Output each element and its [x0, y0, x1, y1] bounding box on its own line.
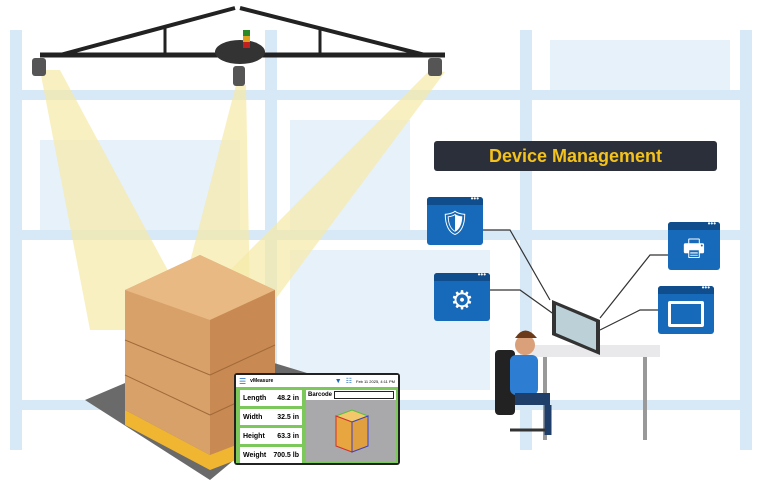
pallet-3d-icon: [334, 409, 370, 453]
printer-icon: 🖶: [682, 235, 706, 262]
printer-window[interactable]: 🖶: [668, 222, 720, 270]
gears-icon: ⚙: [450, 285, 474, 315]
barcode-label: Barcode: [308, 392, 333, 398]
measurement-screen: ☰ vMeasure ▼ ☷ Feb 11 2025, 4:11 PM Leng…: [234, 373, 400, 465]
network-icon: ☷: [345, 378, 352, 385]
screen-header: ☰ vMeasure ▼ ☷ Feb 11 2025, 4:11 PM: [236, 375, 398, 387]
app-name: vMeasure: [250, 378, 274, 384]
datetime: Feb 11 2025, 4:11 PM: [356, 378, 395, 384]
wifi-icon: ▼: [334, 377, 342, 385]
computer-window[interactable]: [658, 286, 714, 334]
barcode-input[interactable]: [334, 391, 394, 399]
security-window[interactable]: 🛡: [427, 197, 483, 245]
menu-icon[interactable]: ☰: [239, 376, 247, 386]
settings-window[interactable]: ⚙: [434, 273, 490, 321]
device-management-title: Device Management: [434, 141, 717, 171]
pallet-3d-view: Barcode: [306, 390, 396, 462]
shield-check-icon: 🛡: [439, 210, 471, 237]
laptop-icon: [668, 301, 704, 327]
